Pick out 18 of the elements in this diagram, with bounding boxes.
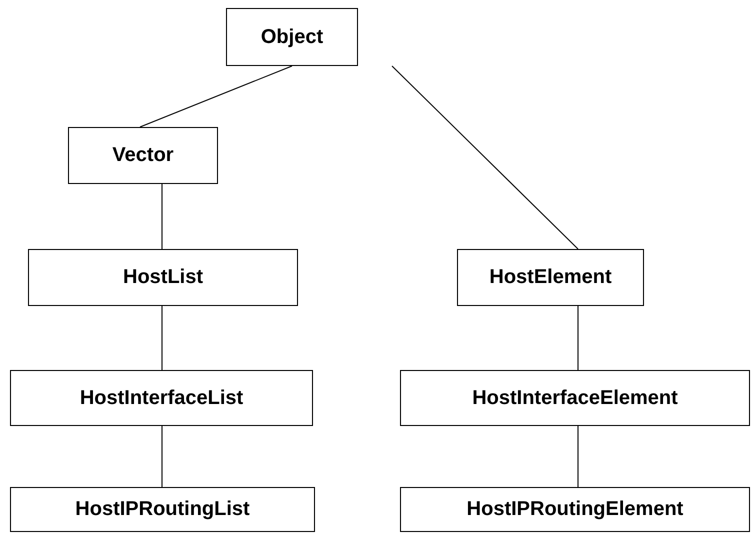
class-name: HostElement (489, 266, 612, 289)
class-box (400, 487, 750, 532)
class-box (400, 370, 750, 426)
connector-line (140, 66, 292, 128)
class-box (68, 127, 218, 184)
class-name: HostList (123, 266, 203, 289)
class-name: HostIPRoutingList (75, 498, 250, 521)
class-name: HostIPRoutingElement (466, 498, 684, 521)
connector-line (392, 66, 578, 250)
class-box (226, 8, 358, 66)
class-name: HostInterfaceElement (472, 386, 678, 410)
class-name: Object (260, 26, 324, 48)
class-box (10, 487, 315, 532)
class-name: HostInterfaceList (80, 386, 244, 410)
class-box (457, 249, 644, 306)
class-name: Vector (112, 144, 174, 167)
class-box (28, 249, 298, 306)
class-box (10, 370, 313, 426)
